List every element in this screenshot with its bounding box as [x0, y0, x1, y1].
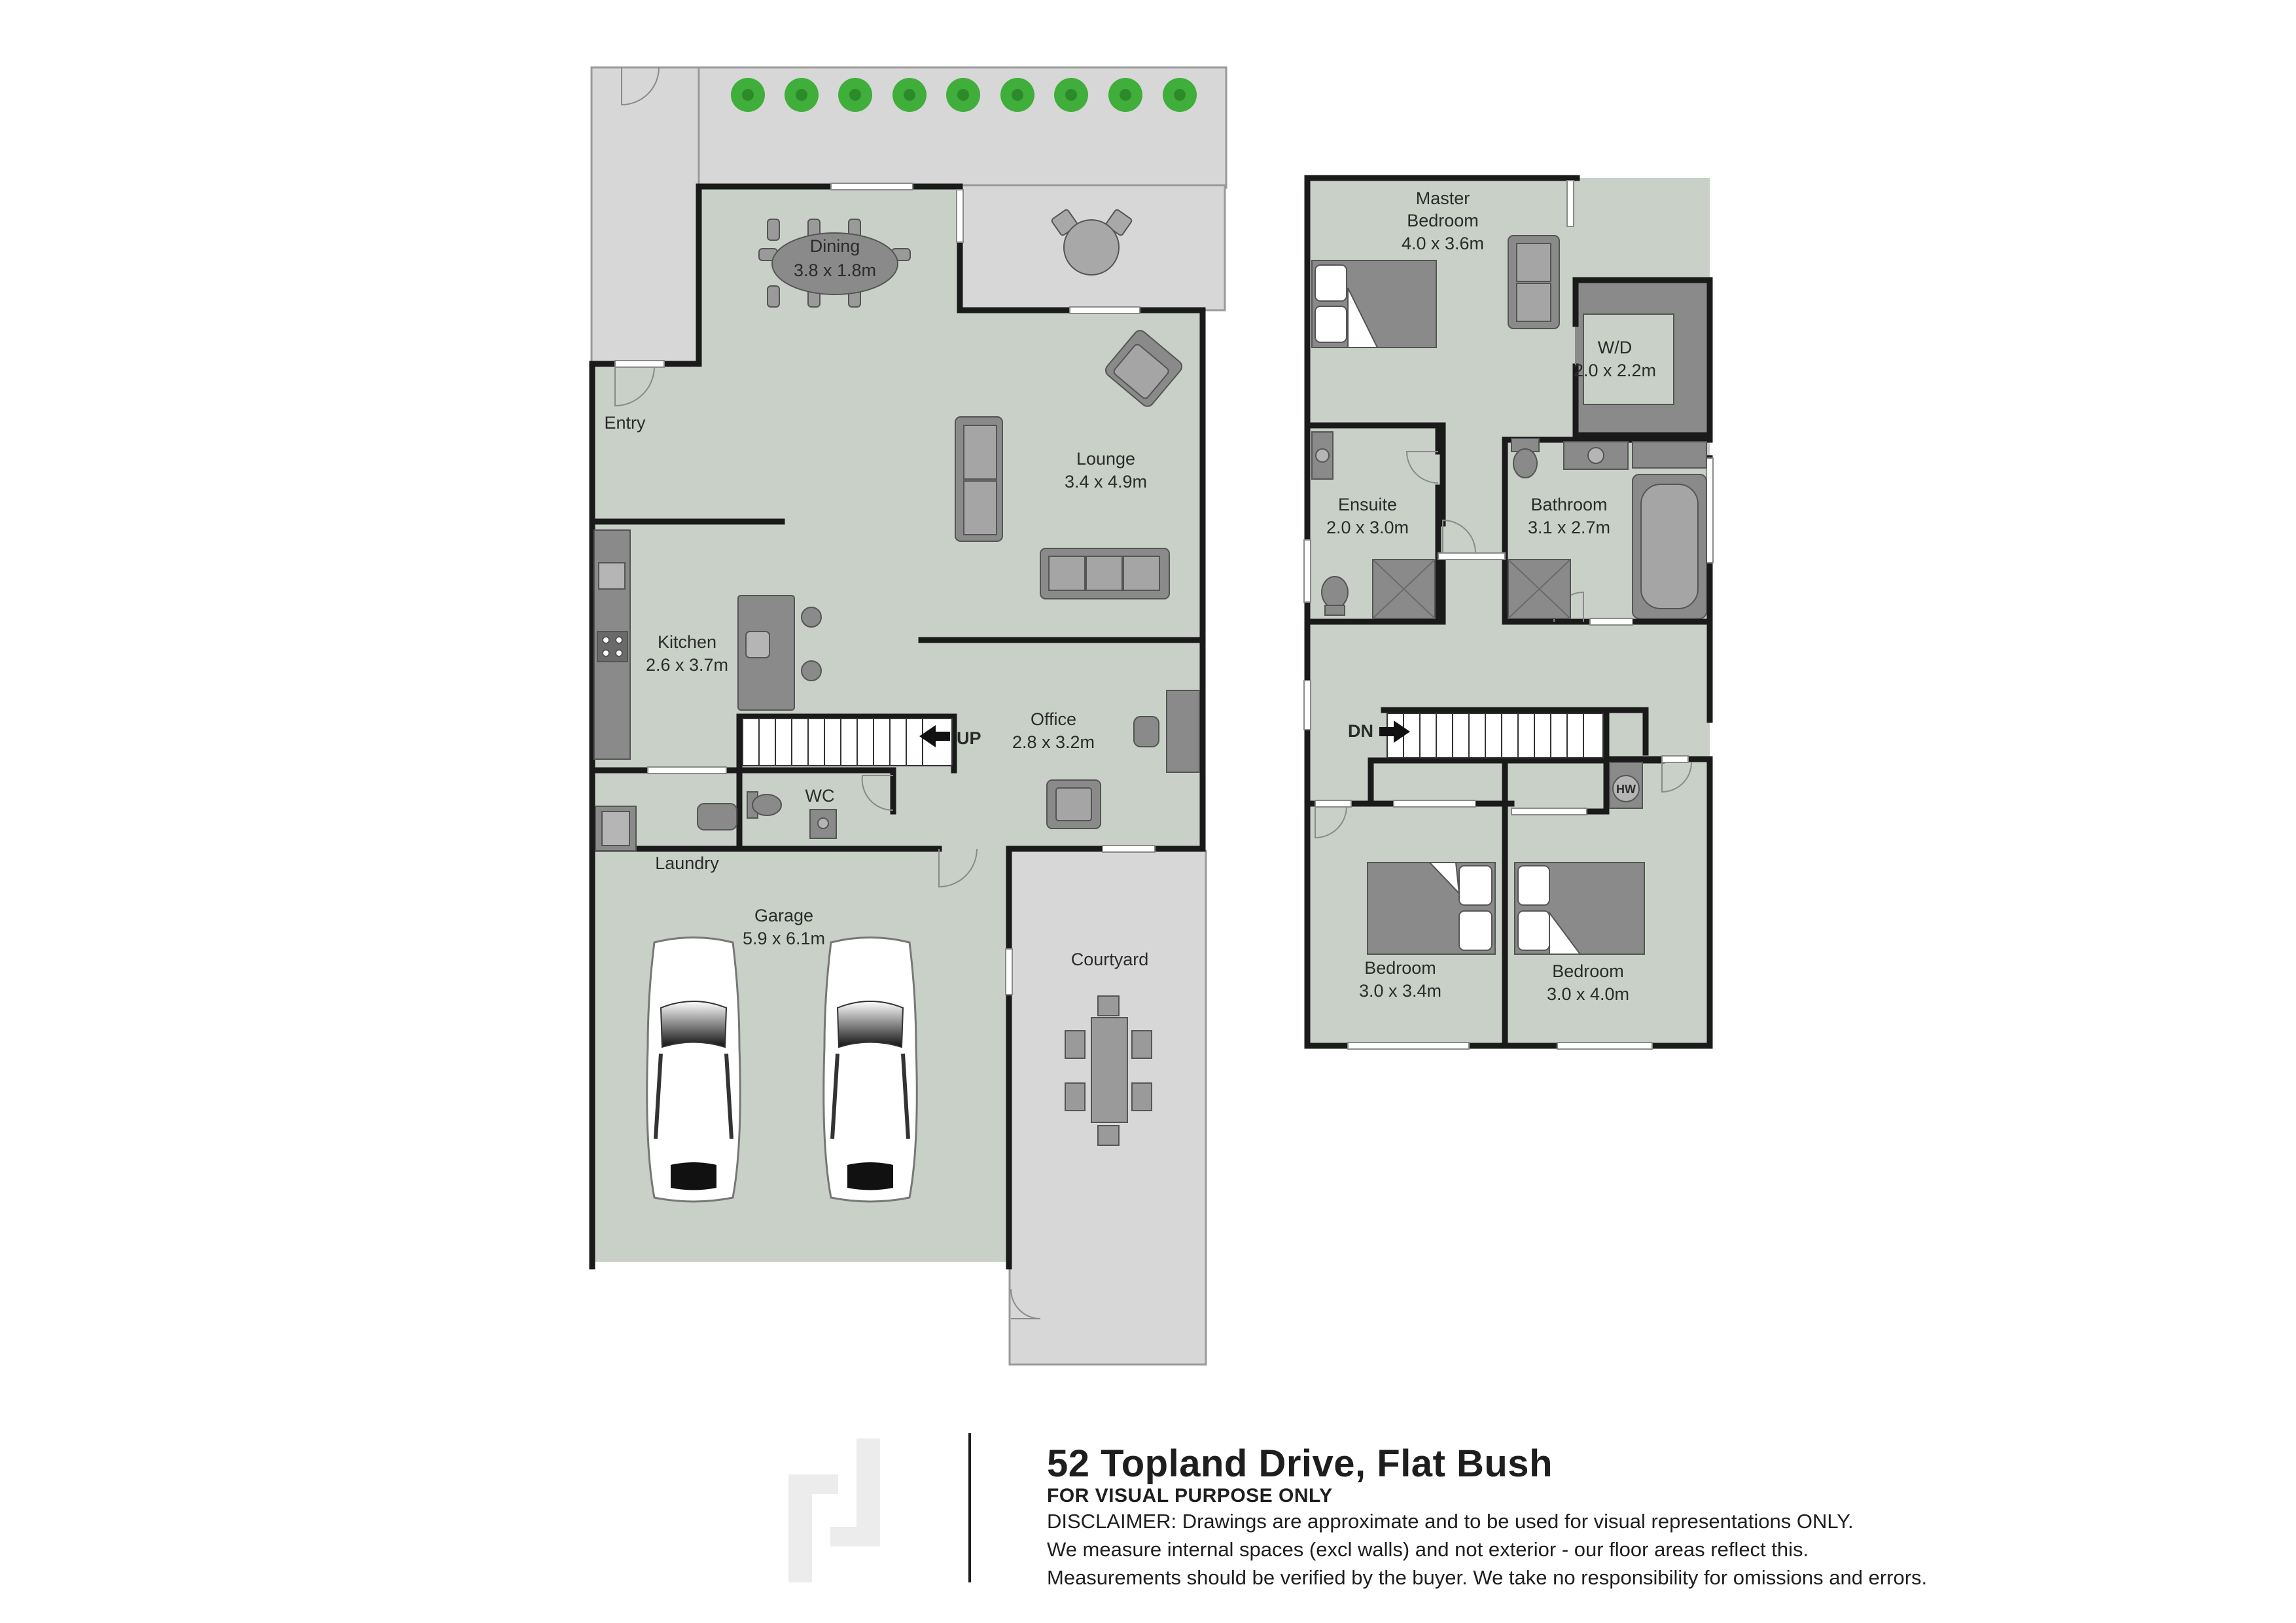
desk-icon	[1046, 690, 1200, 829]
tree-icon	[1054, 78, 1088, 112]
tree-icon	[1000, 78, 1034, 112]
bedroom-2-dims: 3.0 x 3.4m	[1359, 981, 1441, 1001]
tree-icon	[1163, 78, 1197, 112]
upper-floor-windows	[1303, 180, 1714, 1050]
ground-floor-windows	[614, 183, 1156, 995]
footer-divider	[968, 1433, 971, 1582]
armchair-icon	[1104, 330, 1183, 407]
arrow-left-icon	[919, 725, 950, 747]
hot-water-cylinder-icon: HW	[1609, 762, 1643, 809]
ensuite-label: Ensuite	[1338, 495, 1397, 514]
tree-icon	[946, 78, 980, 112]
patio-table-icon	[1051, 209, 1133, 276]
entry-label: Entry	[604, 413, 646, 433]
company-logo	[788, 1438, 880, 1582]
bathroom-fixtures-icon	[1508, 438, 1707, 619]
sofa-icon	[1508, 235, 1560, 329]
wd-interior	[1583, 313, 1674, 405]
hot-water-label: HW	[1616, 783, 1636, 796]
arrow-right-icon	[1379, 721, 1410, 743]
upper-floor-walls	[1304, 175, 1713, 1049]
bedroom-3-label: Bedroom	[1552, 961, 1624, 981]
kitchen-bench-icon	[593, 529, 631, 760]
bed-icon	[1514, 862, 1645, 955]
kitchen-label: Kitchen	[658, 632, 716, 652]
bedroom-2-label: Bedroom	[1364, 958, 1436, 978]
lounge-label: Lounge	[1076, 449, 1135, 469]
sofa-icon	[955, 416, 1003, 542]
side-yard	[590, 66, 700, 368]
office-dims: 2.8 x 3.2m	[1012, 732, 1095, 752]
tree-icon	[785, 78, 819, 112]
kitchen-dims: 2.6 x 3.7m	[646, 655, 728, 675]
stairs-icon	[1386, 713, 1604, 758]
disclaimer-line: DISCLAIMER: Drawings are approximate and…	[1047, 1510, 1854, 1533]
laundry-label: Laundry	[655, 853, 719, 873]
wc-fixtures-icon	[747, 791, 837, 839]
master-bedroom-dims: 4.0 x 3.6m	[1402, 234, 1484, 253]
stairs-down-label: DN	[1348, 721, 1373, 741]
disclaimer-line: Measurements should be verified by the b…	[1047, 1566, 1928, 1589]
ground-floor-doors	[614, 67, 1041, 1319]
upper-floor: HW Master Bedroom 4.0 x 3.6m W/D 2.0 x 2…	[1303, 175, 1714, 1050]
bed-icon	[1311, 260, 1437, 348]
bathroom-dims: 3.1 x 2.7m	[1528, 518, 1610, 537]
garage-dims: 5.9 x 6.1m	[743, 929, 825, 948]
ensuite-dims: 2.0 x 3.0m	[1326, 518, 1409, 537]
laundry-fixtures-icon	[595, 803, 737, 851]
tree-row	[731, 78, 1197, 112]
stairs-up-label: UP	[957, 728, 981, 748]
dining-dims: 3.8 x 1.8m	[794, 260, 876, 280]
wc-label: WC	[805, 786, 835, 806]
property-address: 52 Topland Drive, Flat Bush	[1047, 1442, 1553, 1485]
dining-table-icon	[758, 219, 911, 308]
upper-floor-doors	[1315, 327, 1692, 839]
tree-icon	[731, 78, 765, 112]
kitchen-island-icon	[737, 595, 822, 711]
bed-icon	[1367, 862, 1496, 955]
sofa-icon	[1040, 548, 1170, 599]
wd-dims: 2.0 x 2.2m	[1574, 361, 1656, 380]
tree-icon	[838, 78, 872, 112]
lounge-dims: 3.4 x 4.9m	[1065, 472, 1147, 491]
bedroom-3-dims: 3.0 x 4.0m	[1547, 984, 1629, 1004]
courtyard-label: Courtyard	[1071, 950, 1149, 969]
tree-icon	[892, 78, 927, 112]
ensuite-fixtures-icon	[1311, 431, 1436, 619]
office-label: Office	[1031, 709, 1076, 729]
master-bedroom-label-line2: Bedroom	[1407, 211, 1479, 230]
ground-floor: Dining 3.8 x 1.8m Entry Lounge 3.4 x 4.9…	[589, 66, 1227, 1366]
outdoor-table-icon	[1065, 995, 1152, 1146]
wd-label: W/D	[1598, 338, 1632, 357]
bathroom-label: Bathroom	[1530, 495, 1607, 514]
title-block: 52 Topland Drive, Flat Bush FOR VISUAL P…	[1047, 1443, 2225, 1592]
garage-label: Garage	[754, 906, 813, 925]
dining-label: Dining	[810, 236, 860, 256]
tree-icon	[1108, 78, 1142, 112]
car-icon	[822, 936, 918, 1203]
visual-purpose-notice: FOR VISUAL PURPOSE ONLY	[1047, 1485, 1333, 1507]
car-icon	[646, 936, 741, 1203]
master-bedroom-label-line1: Master	[1416, 188, 1470, 208]
stairs-icon	[742, 718, 953, 766]
disclaimer-line: We measure internal spaces (excl walls) …	[1047, 1538, 1809, 1561]
